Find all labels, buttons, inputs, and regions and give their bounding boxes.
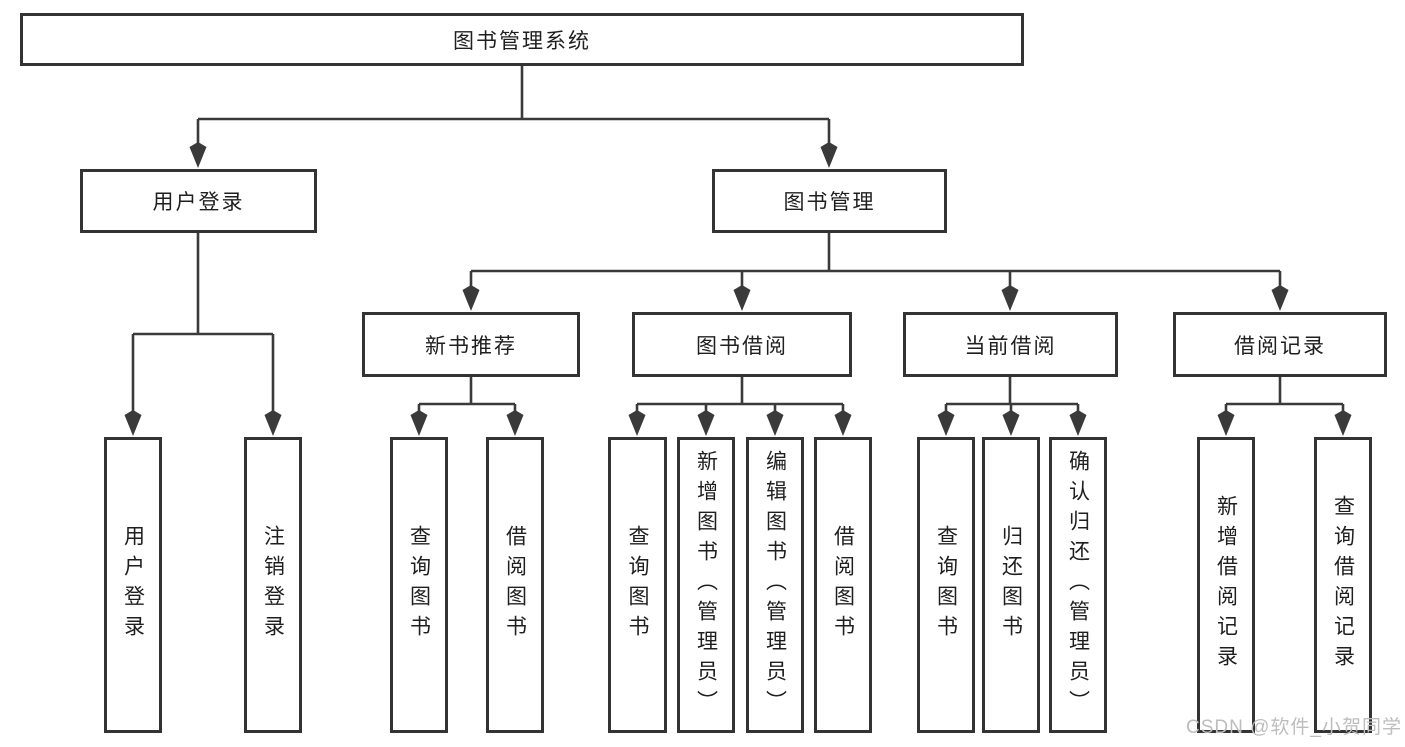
edge-user-group <box>131 232 275 418</box>
node-book-borrow: 图书借阅 <box>632 312 852 377</box>
leaf-bb-add-book: 新增图书（管理员） <box>677 437 735 733</box>
node-current-borrow-label: 当前借阅 <box>964 334 1057 358</box>
node-new-book-recommend: 新书推荐 <box>362 312 580 377</box>
leaf-bb-borrow-book-label: 借阅图书 <box>831 525 855 645</box>
leaf-cb-confirm-return-label: 确认归还（管理员） <box>1066 450 1090 720</box>
node-new-book-recommend-label: 新书推荐 <box>425 334 517 358</box>
node-root-system: 图书管理系统 <box>20 13 1024 66</box>
leaf-br-query-record: 查询借阅记录 <box>1314 437 1372 733</box>
node-book-management: 图书管理 <box>712 169 947 233</box>
arrowheads <box>124 142 1352 436</box>
leaf-br-add-record-label: 新增借阅记录 <box>1214 495 1238 675</box>
leaf-bb-edit-book: 编辑图书（管理员） <box>746 437 804 733</box>
edge-new-book-rec <box>417 376 517 418</box>
leaf-cb-query-book: 查询图书 <box>917 437 975 733</box>
leaf-cb-confirm-return: 确认归还（管理员） <box>1049 437 1107 733</box>
leaf-cb-query-book-label: 查询图书 <box>934 525 958 645</box>
edge-book-mgmt <box>469 232 1282 294</box>
node-book-management-label: 图书管理 <box>783 191 876 214</box>
node-user-login-group-label: 用户登录 <box>152 191 245 214</box>
csdn-watermark: CSDN @软件_小贺同学 <box>1186 717 1402 738</box>
leaf-cb-return-book-label: 归还图书 <box>999 525 1023 645</box>
node-book-borrow-label: 图书借阅 <box>696 334 788 358</box>
leaf-nbr-borrow-book-label: 借阅图书 <box>503 525 527 645</box>
node-user-login-group: 用户登录 <box>80 169 317 233</box>
node-root-label: 图书管理系统 <box>453 29 591 53</box>
edge-book-borrow <box>635 376 845 418</box>
node-borrow-records: 借阅记录 <box>1173 312 1387 377</box>
leaf-user-login-label: 用户登录 <box>121 525 145 645</box>
leaf-bb-add-book-label: 新增图书（管理员） <box>694 450 718 720</box>
leaf-br-add-record: 新增借阅记录 <box>1197 437 1255 733</box>
leaf-logout: 注销登录 <box>244 437 302 733</box>
leaf-nbr-borrow-book: 借阅图书 <box>486 437 544 733</box>
leaf-bb-query-book-label: 查询图书 <box>626 525 649 645</box>
leaf-nbr-query-book-label: 查询图书 <box>407 525 431 645</box>
leaf-bb-edit-book-label: 编辑图书（管理员） <box>763 450 787 720</box>
edge-root-trunk <box>196 66 831 150</box>
leaf-bb-borrow-book: 借阅图书 <box>814 437 872 733</box>
node-borrow-records-label: 借阅记录 <box>1234 334 1326 358</box>
node-current-borrow: 当前借阅 <box>903 312 1118 377</box>
leaf-br-query-record-label: 查询借阅记录 <box>1331 495 1355 675</box>
leaf-logout-label: 注销登录 <box>261 525 285 645</box>
leaf-nbr-query-book: 查询图书 <box>390 437 448 733</box>
edge-borrow-records <box>1224 376 1345 418</box>
leaf-bb-query-book: 查询图书 <box>608 437 667 733</box>
leaf-cb-return-book: 归还图书 <box>982 437 1040 733</box>
leaf-user-login: 用户登录 <box>104 437 162 733</box>
